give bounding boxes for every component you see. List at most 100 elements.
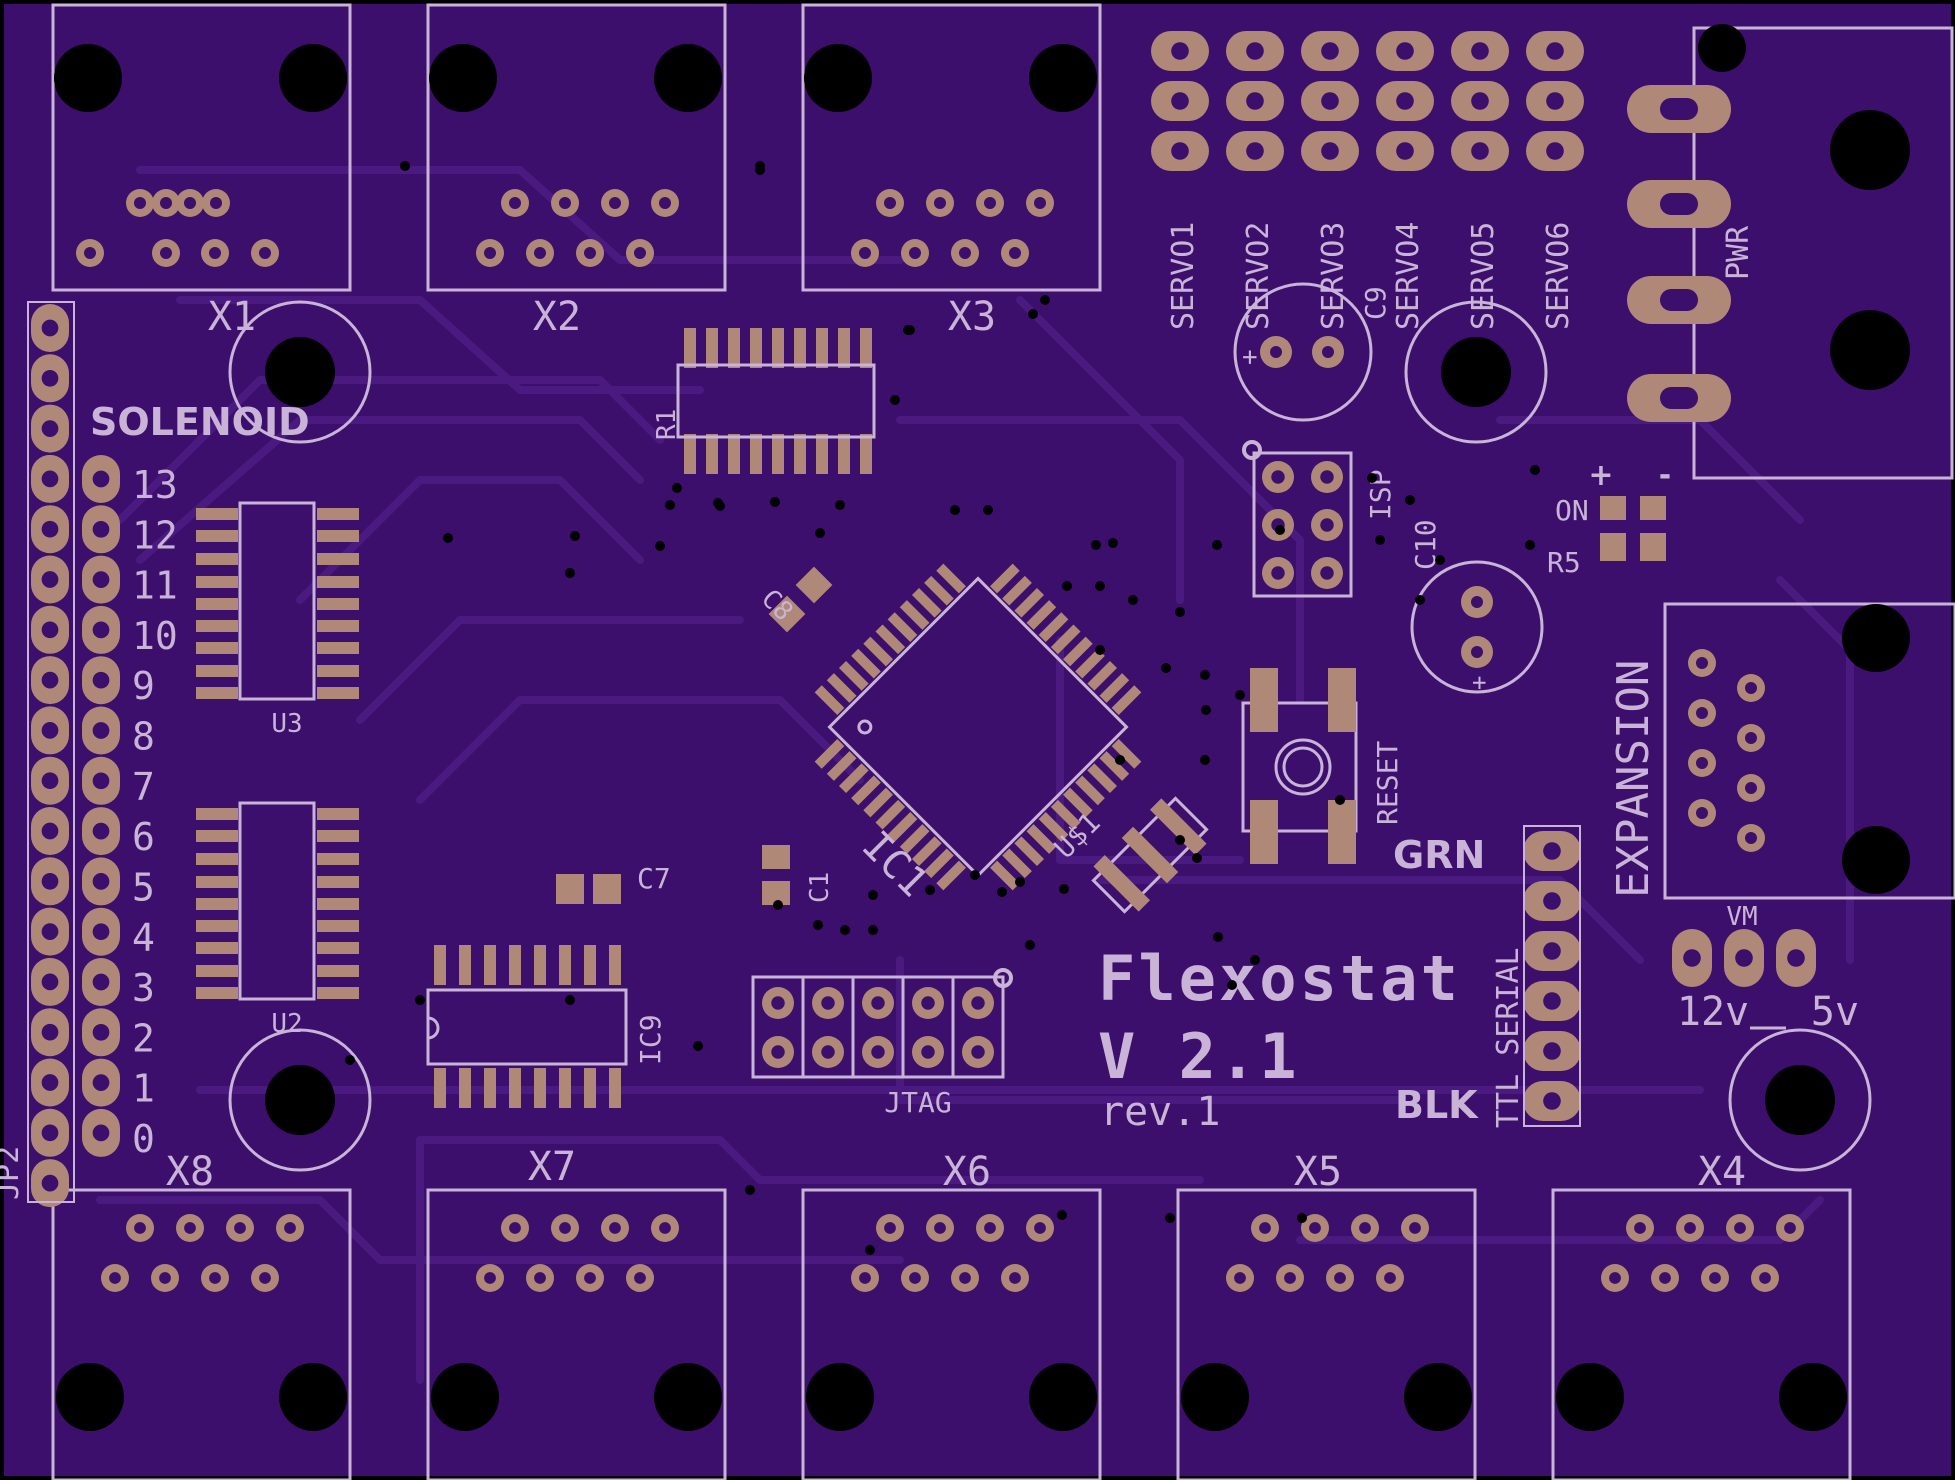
ic1-pad xyxy=(1002,575,1032,606)
pad-drill xyxy=(134,1222,146,1234)
pad-drill xyxy=(1759,1272,1771,1284)
via xyxy=(1175,835,1185,845)
via xyxy=(400,161,410,171)
via xyxy=(1297,1213,1307,1223)
via xyxy=(1115,755,1125,765)
connector-x1 xyxy=(51,3,352,292)
ic1-pad xyxy=(936,563,966,594)
ic1-pad xyxy=(1002,848,1032,879)
ttl-serial-header: TTL_SERIAL GRN BLK xyxy=(1393,825,1581,1128)
label-led-plus: + xyxy=(1588,458,1613,493)
pad-drill xyxy=(92,1074,110,1091)
pad-drill xyxy=(259,1272,271,1284)
connector-x7 xyxy=(426,1188,727,1480)
pad-drill xyxy=(41,1174,59,1192)
mounting-holes xyxy=(228,300,1872,1172)
chip-u2: U2 xyxy=(196,801,359,1039)
pad-drill xyxy=(92,520,110,538)
pad-drill xyxy=(909,1272,921,1284)
pad-drill xyxy=(1684,1222,1696,1234)
via xyxy=(840,925,850,935)
via xyxy=(890,395,900,405)
label-vm: VM xyxy=(1726,902,1757,932)
via xyxy=(672,483,682,493)
solenoid-number: 5 xyxy=(132,865,155,909)
pad-drill xyxy=(1284,1272,1296,1284)
connector-outline xyxy=(801,1188,1102,1480)
pad-drill xyxy=(41,872,59,890)
pad-drill xyxy=(1683,949,1701,967)
pad-drill xyxy=(41,520,59,538)
pad-drill xyxy=(1735,949,1753,967)
pad-drill xyxy=(1171,142,1189,160)
pad-drill xyxy=(1546,42,1564,60)
pad-drill xyxy=(1543,942,1561,960)
via xyxy=(1200,670,1210,680)
via xyxy=(1250,955,1260,965)
via xyxy=(755,161,765,171)
via xyxy=(1235,690,1245,700)
pad-drill xyxy=(1171,92,1189,110)
solenoid-outline xyxy=(27,301,75,1203)
label-c10-plus: + xyxy=(1465,676,1493,690)
ic1-pad xyxy=(887,811,918,842)
ic1-pad xyxy=(911,836,942,867)
via xyxy=(693,1041,703,1051)
servo-label-5: SERVO5 xyxy=(1466,222,1501,330)
ic1-pad xyxy=(990,860,1020,891)
via xyxy=(1062,581,1072,591)
label-x3: X3 xyxy=(948,294,996,340)
solenoid-number: 8 xyxy=(132,715,155,759)
pad-drill xyxy=(1259,1222,1271,1234)
label-x1: X1 xyxy=(208,294,256,340)
via xyxy=(1165,1213,1175,1223)
ttl-outline xyxy=(1523,825,1581,1127)
board-title: Flexostat V 2.1 rev.1 xyxy=(1098,942,1458,1135)
pad-drill xyxy=(41,923,59,940)
pad-drill xyxy=(1009,1272,1021,1284)
ic1-pad xyxy=(1111,685,1142,715)
pad-drill xyxy=(41,420,59,437)
via xyxy=(1367,473,1377,483)
pad-drill xyxy=(1234,1272,1246,1284)
via xyxy=(745,1185,755,1195)
pad-drill xyxy=(884,1222,896,1234)
jtag-header: JTAG xyxy=(751,968,1013,1119)
pad-drill xyxy=(1471,42,1489,60)
ic1-pad xyxy=(936,860,966,891)
via xyxy=(570,531,580,541)
via xyxy=(868,890,878,900)
pad-drill xyxy=(92,822,110,840)
pad-drill xyxy=(1471,92,1489,110)
ic1-pad xyxy=(1038,811,1069,842)
via xyxy=(565,568,575,578)
title-line2: V 2.1 xyxy=(1098,1020,1300,1093)
connector-x3 xyxy=(801,3,1102,292)
vm-jumper: VM 12v 5v xyxy=(1672,902,1859,1035)
pad-drill xyxy=(921,1045,935,1059)
via xyxy=(1108,538,1118,548)
title-line3: rev.1 xyxy=(1100,1089,1220,1135)
via xyxy=(1175,607,1185,617)
pad-drill xyxy=(92,973,110,991)
capacitor-c9: + C9 xyxy=(1233,282,1392,422)
power-connector: PWR xyxy=(1627,24,1954,480)
via xyxy=(1040,295,1050,305)
via xyxy=(925,885,935,895)
via xyxy=(1525,540,1535,550)
ic1-pad xyxy=(887,612,918,643)
power-led: + - ON R5 xyxy=(1547,458,1671,579)
connector-hole xyxy=(1779,1363,1847,1431)
via xyxy=(1530,465,1540,475)
pad-drill xyxy=(92,621,110,639)
solenoid-number: 9 xyxy=(132,664,155,708)
via xyxy=(1415,595,1425,605)
pad-drill xyxy=(1320,566,1334,580)
label-5v: 5v xyxy=(1811,989,1859,1035)
pad-drill xyxy=(1321,42,1339,60)
pad-drill xyxy=(209,1272,221,1284)
via xyxy=(1095,581,1105,591)
via xyxy=(565,995,575,1005)
connector-hole xyxy=(1404,1363,1472,1431)
connector-hole xyxy=(1181,1363,1249,1431)
